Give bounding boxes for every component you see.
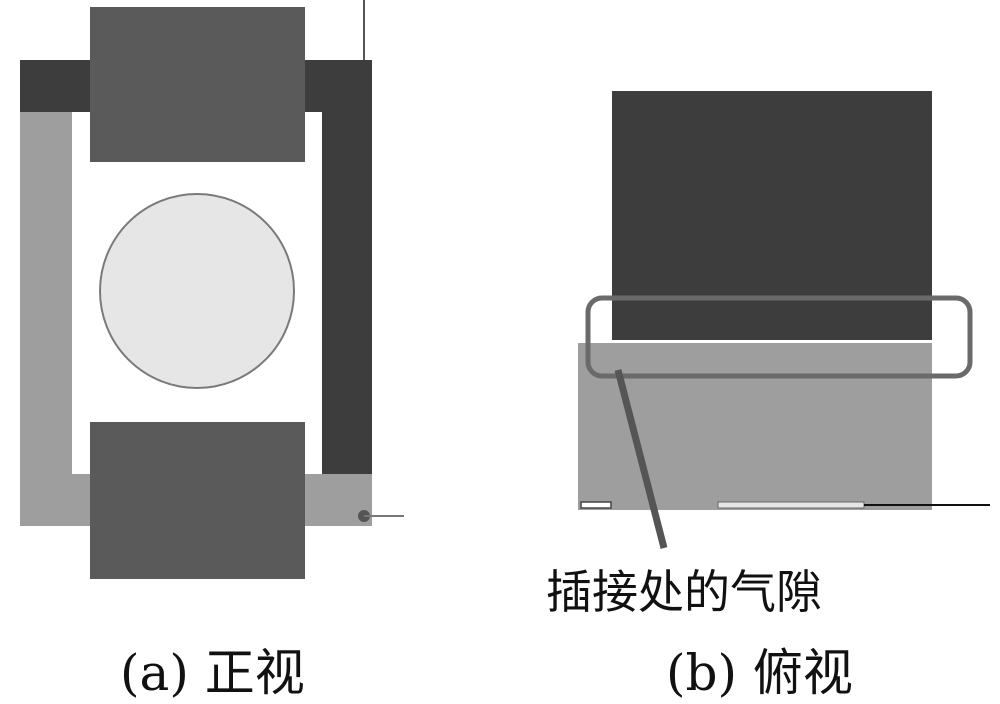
bottom-coil	[90, 422, 305, 579]
dark-core-block	[612, 91, 932, 340]
air-gap-annotation: 插接处的气隙	[546, 565, 822, 619]
light-core-block	[578, 343, 932, 510]
front-view	[20, 0, 404, 579]
top-view	[578, 91, 990, 549]
top-coil	[90, 7, 305, 162]
caption-front-view: (a) 正视	[120, 644, 305, 702]
caption-top-view: (b) 俯视	[666, 644, 853, 702]
specimen-circle	[99, 193, 295, 389]
light-core-left-bar	[20, 112, 72, 526]
air-gap-highlight	[585, 295, 973, 379]
dark-core-right-bar	[322, 60, 372, 474]
bottom-left-mark	[580, 501, 612, 509]
bottom-slot	[717, 501, 865, 509]
annotation-leader	[614, 369, 668, 549]
